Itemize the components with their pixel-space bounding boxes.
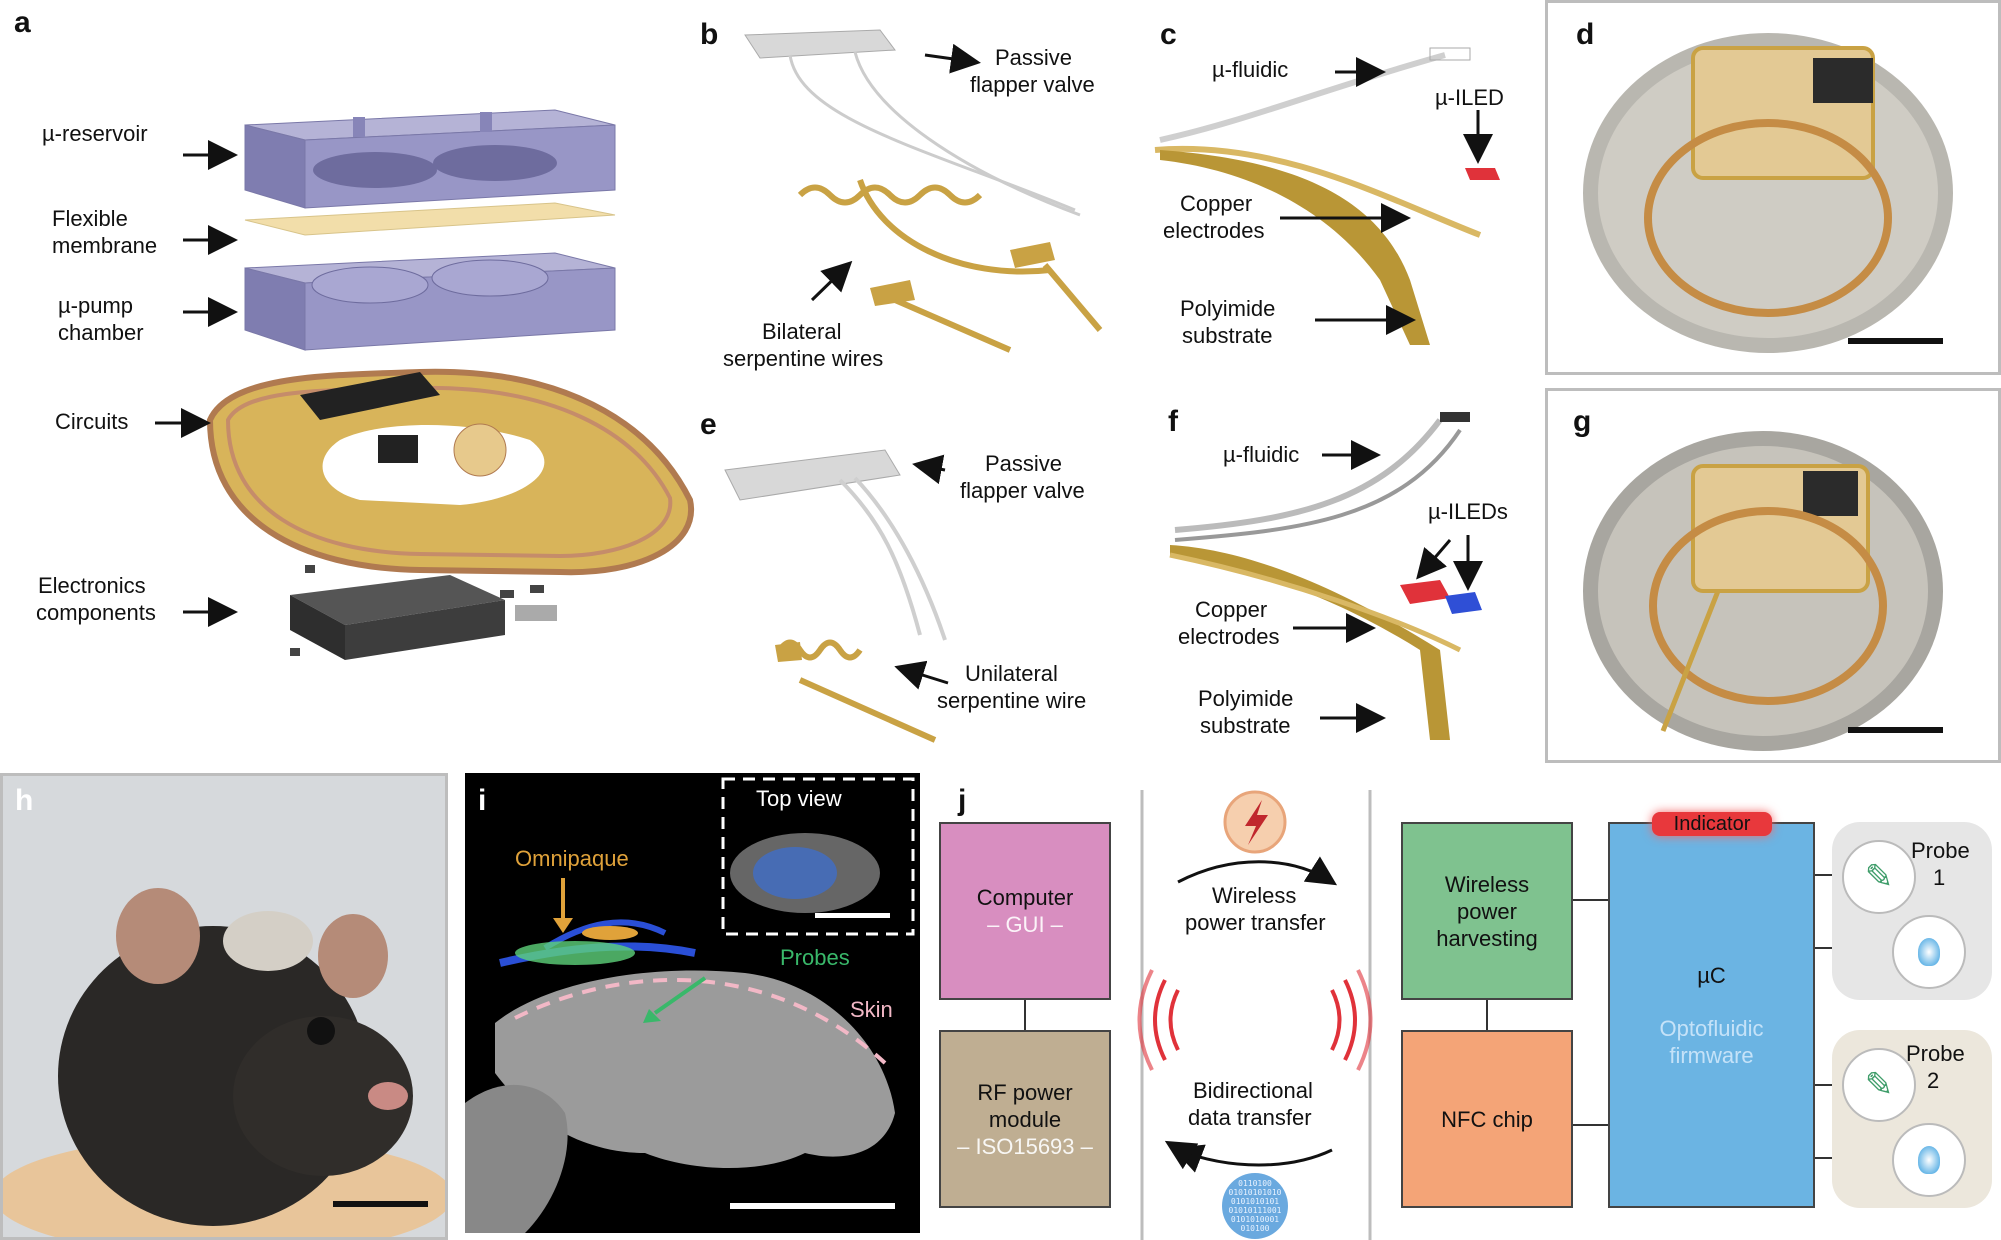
- computer-box: Computer – GUI –: [939, 822, 1111, 1000]
- pump-chamber-block: [244, 252, 616, 351]
- label-probe2-1: Probe: [1906, 1041, 1965, 1066]
- label-electronics-1: Electronics: [38, 573, 146, 598]
- uc-label: µC: [1697, 962, 1726, 988]
- label-b-valve-2: flapper valve: [970, 72, 1095, 97]
- syringe-icon-2: ✎: [1842, 1048, 1916, 1122]
- panel-label-h: h: [15, 784, 34, 817]
- binary-data-icon: 0110100 01010101010 0101010101 010101110…: [1222, 1173, 1288, 1239]
- syringe-icon-1: ✎: [1842, 840, 1916, 914]
- label-b-wires-2: serpentine wires: [723, 346, 884, 371]
- rf-label-1: RF power: [977, 1079, 1073, 1105]
- circuit-coil: [206, 368, 695, 576]
- mouse-illustration-h: [3, 776, 445, 1237]
- panel-label-f: f: [1168, 405, 1178, 438]
- label-f-ileds: µ-ILEDs: [1428, 499, 1508, 524]
- iso-label: – ISO15693 –: [957, 1133, 1093, 1159]
- photo-device-on-coin-g: [1545, 388, 2001, 763]
- label-wireless-1: Wireless: [1212, 883, 1297, 908]
- label-c-copper-2: electrodes: [1163, 218, 1265, 243]
- panel-label-e: e: [700, 408, 717, 441]
- label-electronics-2: components: [36, 600, 156, 625]
- label-pump-1: µ-pump: [58, 293, 134, 318]
- reservoir-block: [244, 109, 616, 209]
- scale-bar-i: [730, 1203, 895, 1209]
- label-c-copper-1: Copper: [1180, 191, 1253, 216]
- label-b-wires-1: Bilateral: [762, 319, 842, 344]
- gui-label: – GUI –: [987, 912, 1063, 937]
- label-f-fluidic: µ-fluidic: [1223, 442, 1300, 467]
- label-e-valve-2: flapper valve: [960, 478, 1085, 503]
- power-harvesting-box: Wireless power harvesting: [1401, 822, 1573, 1000]
- label-wireless-2: power transfer: [1185, 910, 1326, 935]
- ct-image-i: [465, 773, 920, 1233]
- rf-label-2: module: [988, 1106, 1062, 1132]
- label-probe1-1: Probe: [1911, 838, 1970, 863]
- panel-label-i: i: [478, 784, 487, 817]
- label-f-poly-1: Polyimide: [1198, 686, 1294, 711]
- label-e-wire-2: serpentine wire: [937, 688, 1087, 713]
- label-b-valve-1: Passive: [995, 45, 1073, 70]
- label-top-view: Top view: [756, 786, 842, 811]
- label-membrane-2: membrane: [52, 233, 158, 258]
- label-omnipaque: Omnipaque: [515, 846, 629, 871]
- label-reservoir: µ-reservoir: [42, 121, 148, 146]
- label-bidir-1: Bidirectional: [1193, 1078, 1313, 1103]
- panel-label-g: g: [1573, 405, 1592, 438]
- firmware-label-2: firmware: [1669, 1042, 1754, 1068]
- label-membrane-1: Flexible: [52, 206, 128, 231]
- coin-illustration-g: [1583, 431, 1943, 751]
- scale-bar-g: [1848, 727, 1943, 733]
- label-probes: Probes: [780, 945, 850, 970]
- coin-illustration-d: [1583, 33, 1953, 353]
- label-c-poly-2: substrate: [1182, 323, 1273, 348]
- panel-label-d: d: [1576, 18, 1595, 51]
- scale-bar-d: [1848, 338, 1943, 344]
- label-c-fluidic: µ-fluidic: [1212, 57, 1289, 82]
- rf-power-box: RF power module – ISO15693 –: [939, 1030, 1111, 1208]
- panel-label-j: j: [958, 784, 967, 817]
- panel-label-c: c: [1160, 18, 1177, 51]
- label-c-iled: µ-ILED: [1435, 85, 1504, 110]
- computer-label: Computer: [976, 885, 1074, 910]
- panel-label-a: a: [14, 6, 31, 39]
- photo-mouse-h: [0, 773, 448, 1240]
- panel-e-illustration: [724, 449, 949, 743]
- label-f-copper-1: Copper: [1195, 597, 1268, 622]
- label-probe2-2: 2: [1927, 1068, 1940, 1093]
- label-c-poly-1: Polyimide: [1180, 296, 1276, 321]
- label-pump-2: chamber: [58, 320, 144, 345]
- indicator-led: Indicator: [1652, 812, 1772, 836]
- lightning-icon: [1225, 792, 1285, 852]
- microcontroller-box: µC Optofluidic firmware: [1608, 822, 1815, 1208]
- nfc-chip-box: NFC chip: [1401, 1030, 1573, 1208]
- flexible-membrane: [244, 202, 616, 236]
- bulb-icon-1: [1892, 915, 1966, 989]
- label-e-wire-1: Unilateral: [965, 661, 1058, 686]
- bulb-icon-2: [1892, 1123, 1966, 1197]
- scale-bar-h: [333, 1201, 428, 1207]
- label-f-poly-2: substrate: [1200, 713, 1291, 738]
- photo-device-on-coin-d: [1545, 0, 2001, 375]
- label-bidir-2: data transfer: [1188, 1105, 1312, 1130]
- panel-label-b: b: [700, 18, 719, 51]
- label-e-valve-1: Passive: [985, 451, 1063, 476]
- electronics-components: [290, 565, 557, 660]
- label-probe1-2: 1: [1933, 865, 1946, 890]
- label-circuits: Circuits: [55, 409, 129, 434]
- ct-illustration-i: [465, 773, 920, 1233]
- label-f-copper-2: electrodes: [1178, 624, 1280, 649]
- firmware-label-1: Optofluidic: [1659, 1015, 1764, 1041]
- label-skin: Skin: [850, 997, 893, 1022]
